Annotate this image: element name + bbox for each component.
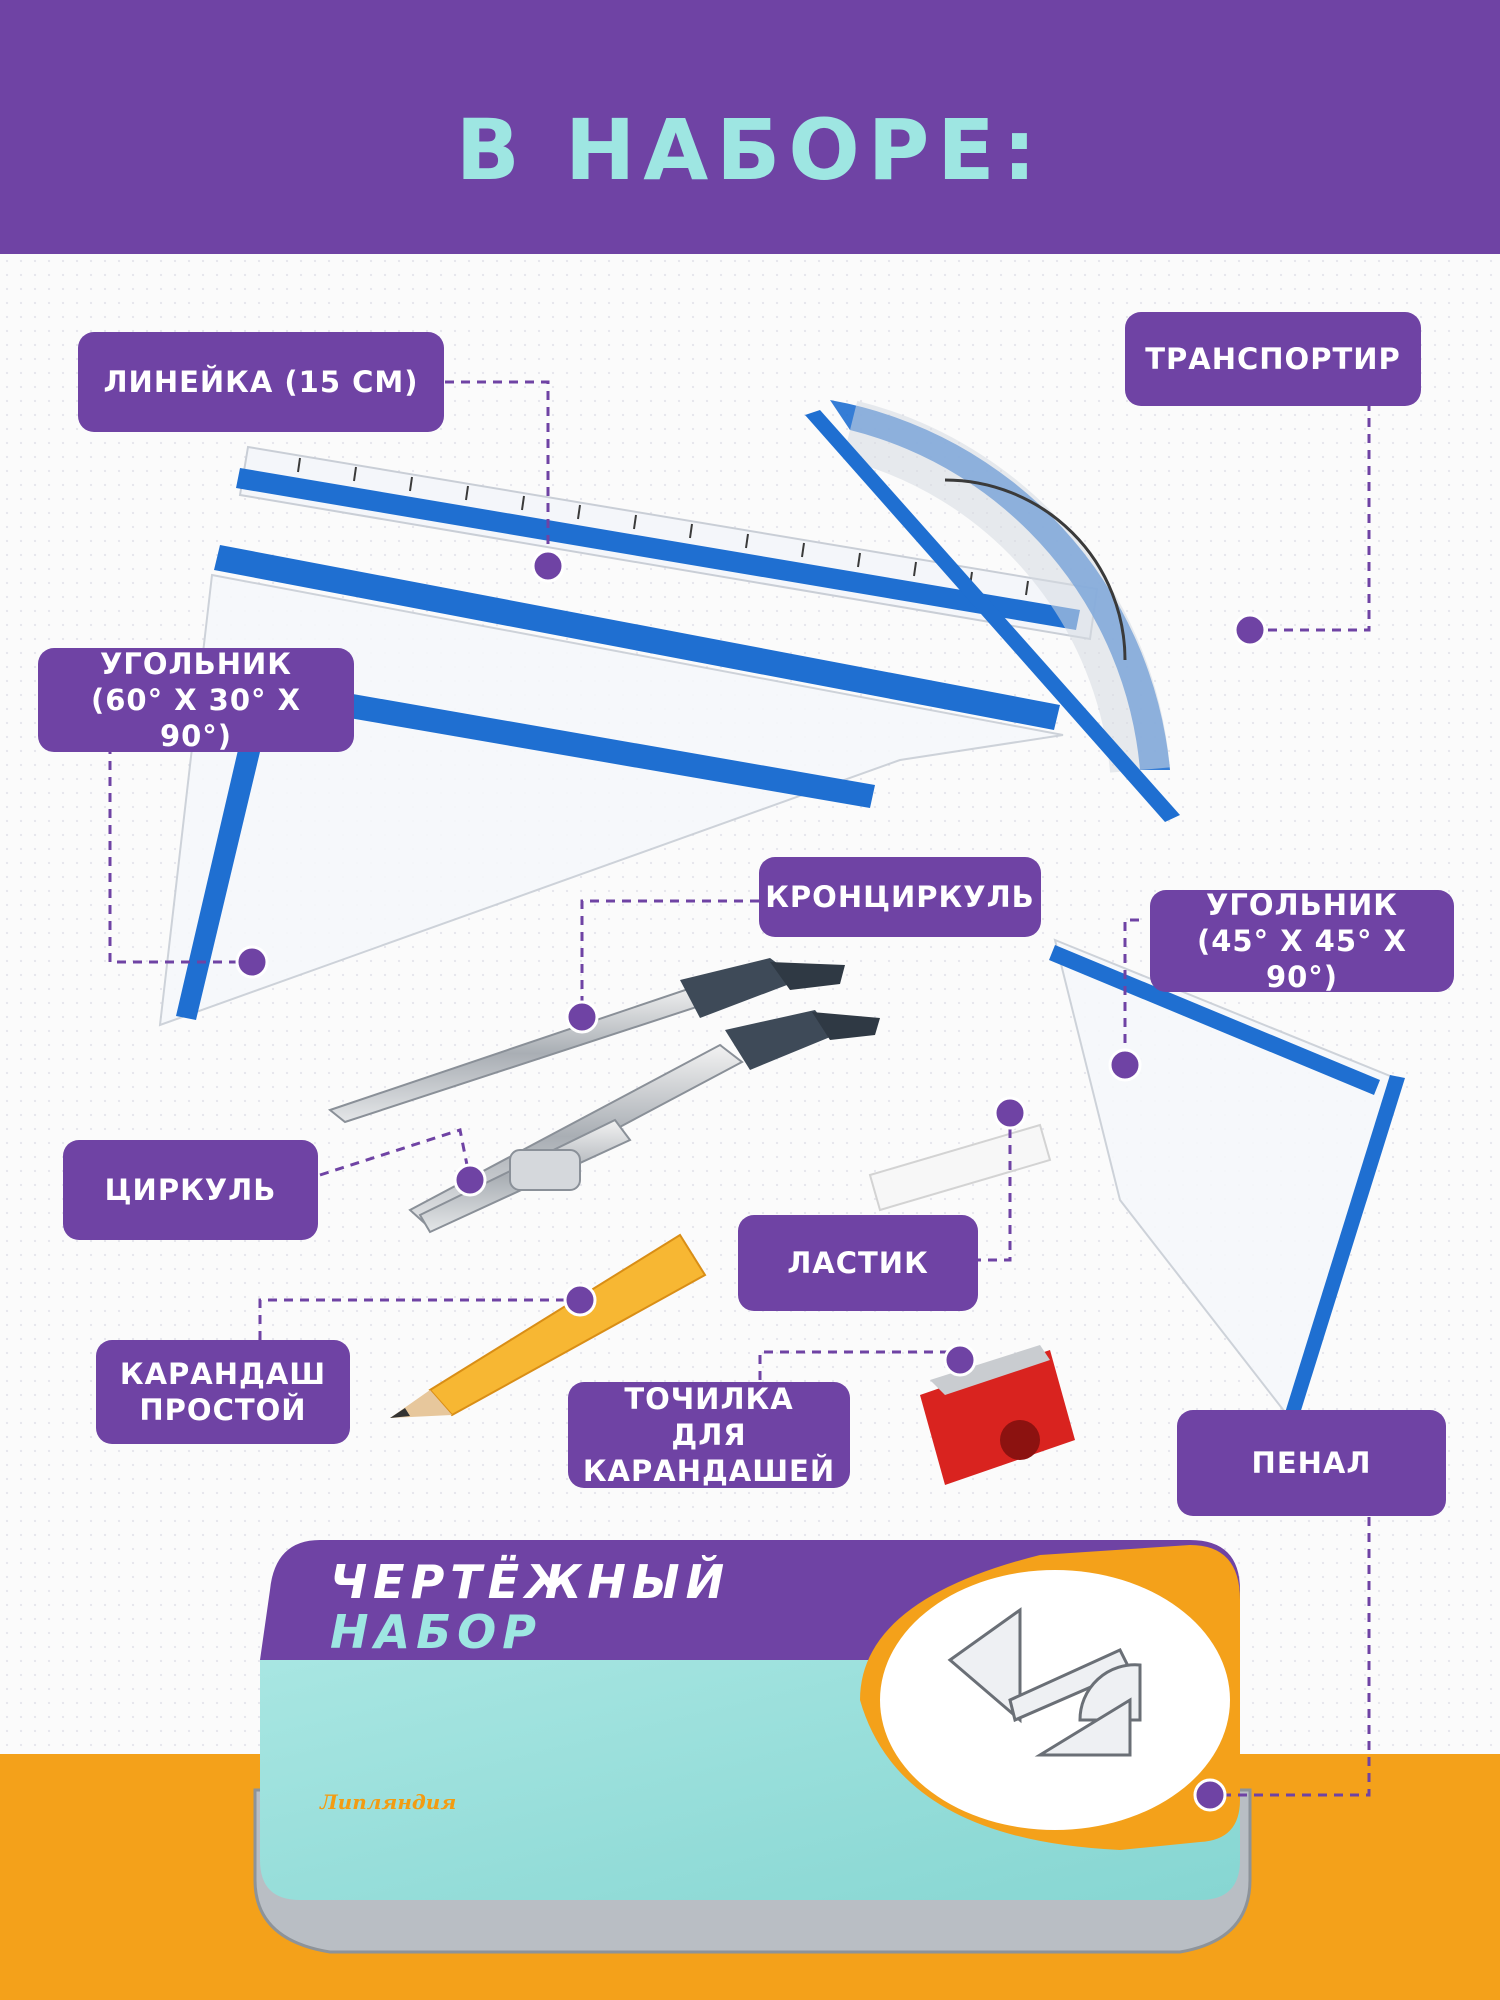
case-title-line1: ЧЕРТЁЖНЫЙ xyxy=(330,1555,731,1609)
case-title-line2: НАБОР xyxy=(330,1605,542,1659)
label-triangle-60: УГОЛЬНИК (60° Х 30° Х 90°) xyxy=(38,647,354,753)
label-case: ПЕНАЛ xyxy=(1177,1410,1446,1516)
triangle-60-30-90 xyxy=(158,545,1064,1027)
label-pencil: КАРАНДАШ ПРОСТОЙ xyxy=(96,1340,350,1444)
triangle-45-45-90 xyxy=(1049,938,1405,1428)
page-title: В НАБОРЕ: xyxy=(455,101,1045,199)
pencil xyxy=(390,1233,707,1418)
protractor xyxy=(830,400,1170,773)
label-ruler: ЛИНЕЙКА (15 СМ) xyxy=(78,332,444,432)
sharpener xyxy=(920,1345,1075,1485)
brand-logo: Липляндия xyxy=(320,1790,457,1814)
callout-lines xyxy=(108,380,1371,1797)
compass xyxy=(408,1010,880,1234)
pencil-case xyxy=(253,1540,1252,1954)
label-protractor: ТРАНСПОРТИР xyxy=(1125,312,1421,406)
label-compass: ЦИРКУЛЬ xyxy=(63,1140,318,1240)
bow-compass xyxy=(327,958,845,1124)
protractor-edge-ruler xyxy=(805,410,1180,822)
label-bow-compass: КРОНЦИРКУЛЬ xyxy=(759,857,1041,937)
label-triangle-45: УГОЛЬНИК (45° Х 45° Х 90°) xyxy=(1150,888,1454,994)
callout-dots xyxy=(235,549,1267,1812)
label-sharpener: ТОЧИЛКА ДЛЯ КАРАНДАШЕЙ xyxy=(568,1382,850,1488)
header-banner: В НАБОРЕ: xyxy=(0,0,1500,254)
label-eraser: ЛАСТИК xyxy=(738,1215,978,1311)
eraser xyxy=(868,1123,1052,1212)
